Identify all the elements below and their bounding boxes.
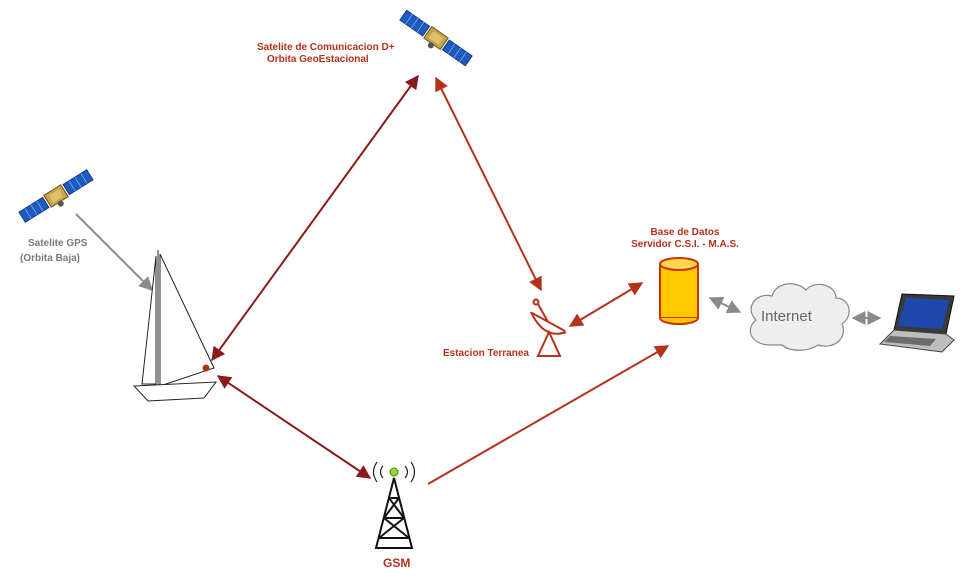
database-label-line2: Servidor C.S.I. - M.A.S. [631,239,739,250]
gps-satellite-label: Satelite GPS (Orbita Baja) [20,238,87,265]
link-geo-satellite-ground-station [435,76,542,292]
ground-station-label: Estacion Terranea [443,348,529,360]
sailboat-icon [132,250,218,402]
link-database-internet [708,296,742,314]
laptop-icon [878,293,955,353]
link-boat-gsm [216,375,372,479]
database-label: Base de Datos Servidor C.S.I. - M.A.S. [622,227,748,251]
gsm-label: GSM [383,556,411,570]
database-label-line1: Base de Datos [650,227,720,238]
geo-satellite-label-line2: Orbita GeoEstacional [267,54,369,65]
internet-label: Internet [761,308,812,325]
cell-tower-icon [372,461,416,549]
gps-satellite-icon [18,169,94,223]
geo-satellite-label-line1: Satelite de Comunicacion D+ [257,42,395,53]
gps-satellite-label-line1: Satelite GPS [28,238,88,249]
satellite-dish-icon [530,298,567,357]
link-boat-geo-satellite [211,74,419,362]
ground-station-label-text: Estacion Terranea [443,348,529,359]
cloud-icon [749,283,850,351]
link-gps-satellite-boat [75,213,153,291]
gps-satellite-label-line2: (Orbita Baja) [20,253,81,264]
geo-satellite-icon [399,9,473,67]
database-icon [659,257,699,325]
link-ground-station-database [568,282,644,327]
link-gsm-database [427,345,670,485]
geo-satellite-label: Satelite de Comunicacion D+ Orbita GeoEs… [257,42,395,66]
